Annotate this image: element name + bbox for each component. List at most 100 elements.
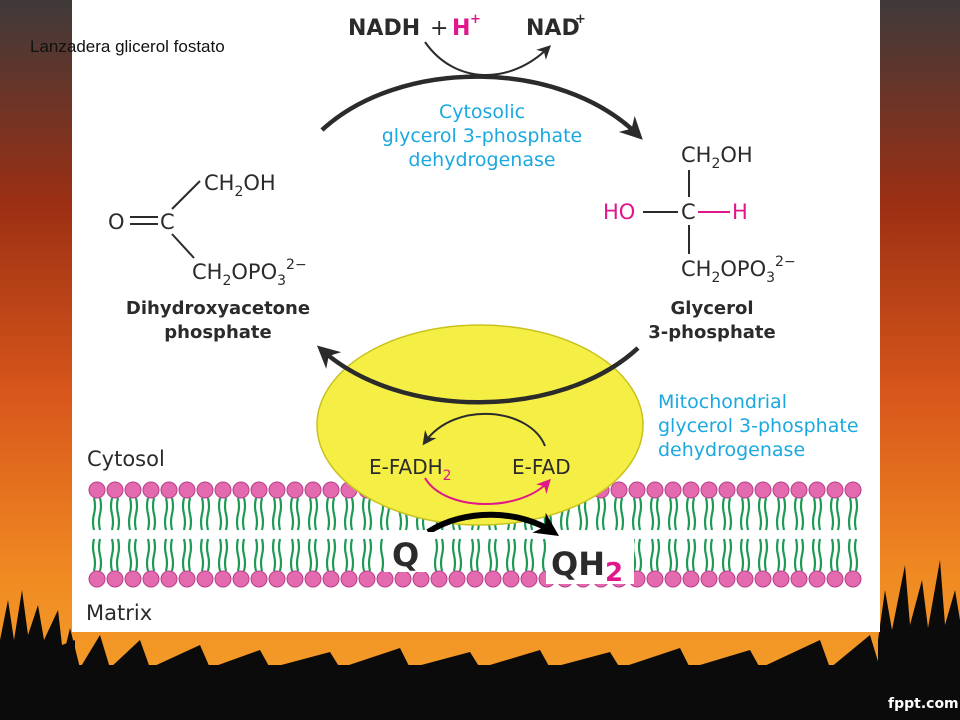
e-fadh2-label: E-FADH2 (369, 455, 452, 484)
lipid-tail (583, 497, 589, 531)
lipid-tail (97, 497, 103, 531)
upper-cycle-arrow (320, 74, 643, 140)
lipid-head (682, 570, 700, 588)
lipid-tail (313, 538, 319, 572)
mito-enzyme-line-2: glycerol 3-phosphate (658, 415, 859, 437)
q-label: Q (392, 536, 419, 574)
lipid-tail (331, 538, 337, 572)
mitochondrial-enzyme-ellipse (316, 324, 644, 526)
lipid-head (178, 570, 196, 588)
lipid-tail (685, 538, 691, 572)
lipid-tail (349, 497, 355, 531)
lipid-head (106, 481, 124, 499)
lipid-tail (847, 538, 853, 572)
lipid-tail (649, 538, 655, 572)
lipid-tail (361, 497, 367, 531)
lipid-tail (793, 538, 799, 572)
lipid-heads-inner (88, 570, 862, 588)
g3p-ch2opo3: CH2OPO32− (681, 254, 796, 286)
lipid-tail (655, 538, 661, 572)
lipid-tail (133, 538, 139, 572)
lipid-head (700, 481, 718, 499)
lipid-head (286, 481, 304, 499)
lipid-tail (649, 497, 655, 531)
lipid-head (340, 570, 358, 588)
lipid-tail (793, 497, 799, 531)
lipid-tail (115, 497, 121, 531)
lipid-head (214, 570, 232, 588)
lipid-tail (703, 497, 709, 531)
lipid-tail (829, 497, 835, 531)
lipid-tails-inner (91, 538, 859, 572)
lipid-tail (325, 538, 331, 572)
fppt-logo: fppt.com (888, 696, 959, 712)
lipid-tail (709, 497, 715, 531)
lipid-tail (367, 497, 373, 531)
lipid-head (826, 570, 844, 588)
lipid-head (124, 481, 142, 499)
dhap-ch2opo3: CH2OPO32− (192, 257, 307, 289)
lipid-tail (763, 497, 769, 531)
dhap-ch2oh: CH2OH (204, 171, 276, 200)
lipid-head (232, 481, 250, 499)
lipid-tail (253, 497, 259, 531)
lipid-tail (379, 538, 385, 572)
g3p-ho: HO (603, 200, 635, 224)
dhap-name-line-2: phosphate (164, 322, 271, 343)
lipid-tail (721, 497, 727, 531)
lipid-tail (199, 538, 205, 572)
lipid-tail (451, 538, 457, 572)
lipid-tail (325, 497, 331, 531)
lipid-head (88, 570, 106, 588)
lipid-head (772, 481, 790, 499)
lipid-tail (313, 497, 319, 531)
lipid-head (250, 570, 268, 588)
lipid-head (322, 481, 340, 499)
lipid-head (250, 481, 268, 499)
lipid-tail (619, 497, 625, 531)
qh2-box (546, 538, 634, 584)
lipid-tail (217, 497, 223, 531)
lipid-tail (307, 497, 313, 531)
lipid-tail (781, 497, 787, 531)
lipid-tail (505, 538, 511, 572)
lipid-tail (361, 538, 367, 572)
lipid-head (754, 570, 772, 588)
lipid-tail (241, 497, 247, 531)
lipid-head (754, 481, 772, 499)
lipid-head (304, 481, 322, 499)
lipid-tail (667, 497, 673, 531)
lipid-tail (745, 497, 751, 531)
lipid-head (196, 570, 214, 588)
lipid-tail (631, 497, 637, 531)
mito-enzyme-line-1: Mitochondrial (658, 391, 787, 413)
mito-enzyme-label: Mitochondrial glycerol 3-phosphate dehyd… (658, 391, 859, 461)
lipid-head (610, 481, 628, 499)
lipid-tail (115, 538, 121, 572)
lipid-tail (727, 538, 733, 572)
qh2-label: QH2 (551, 545, 623, 588)
lipid-head (88, 481, 106, 499)
dhap-name: Dihydroxyacetone phosphate (126, 298, 310, 343)
cytosolic-enzyme-line-3: dehydrogenase (408, 149, 555, 171)
g3p-structure: CH2OH HO C H CH2OPO32− (603, 143, 796, 286)
lipid-tail (703, 538, 709, 572)
lipid-tail (721, 538, 727, 572)
lipid-head (682, 481, 700, 499)
lipid-tail (235, 497, 241, 531)
lipid-tail (133, 497, 139, 531)
lipid-tail (439, 538, 445, 572)
cytosolic-enzyme-line-1: Cytosolic (439, 101, 525, 123)
lipid-tail (487, 538, 493, 572)
lipid-tail (241, 538, 247, 572)
cytosol-label: Cytosol (87, 447, 165, 471)
lipid-head (196, 481, 214, 499)
lipid-head (646, 481, 664, 499)
lipid-head (628, 481, 646, 499)
lipid-tail (835, 538, 841, 572)
plus-sign: + (430, 16, 448, 41)
lipid-tail (739, 497, 745, 531)
lipid-head (844, 570, 862, 588)
lipid-tail (835, 497, 841, 531)
lipid-head (790, 570, 808, 588)
